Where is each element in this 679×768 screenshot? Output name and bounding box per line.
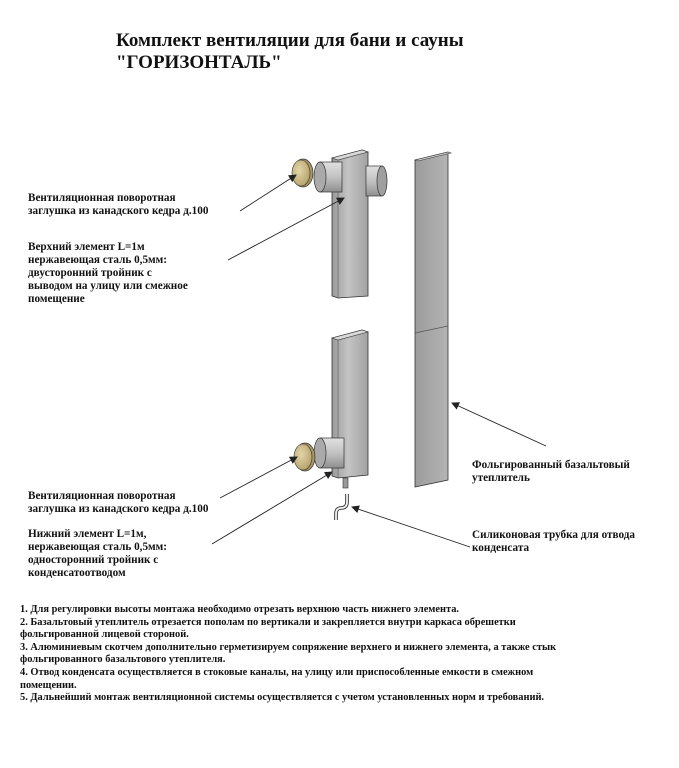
label-bottom-plug: Вентиляционная поворотная заглушка из ка… [28, 490, 209, 515]
leader-bottom-element [211, 471, 333, 545]
basalt-insulation-panel [413, 151, 453, 488]
top-element-right-outlet [365, 165, 388, 197]
bottom-cedar-plug-icon [293, 442, 316, 472]
note-item: 5. Дальнейший монтаж вентиляционной сист… [20, 692, 545, 704]
insulation-joint-line [414, 325, 449, 334]
leader-top-plug [239, 174, 297, 212]
note-item: 1. Для регулировки высоты монтажа необхо… [20, 604, 460, 615]
title-line-2: "ГОРИЗОНТАЛЬ" [116, 52, 282, 73]
label-tube: Силиконовая трубка для отвода конденсата [472, 529, 636, 554]
label-bottom-element: Нижний элемент L=1м, нержавеющая сталь 0… [28, 528, 168, 579]
label-insulation: Фольгированный базальтовый утеплитель [472, 459, 630, 484]
note-item: 4. Отвод конденсата осуществляется в сто… [20, 666, 534, 691]
note-item: 2. Базальтовый утеплитель отрезается поп… [20, 616, 516, 641]
top-cedar-plug-icon [291, 158, 314, 188]
top-element-left-outlet [313, 161, 343, 193]
leader-tube [351, 505, 471, 548]
label-top-plug: Вентиляционная поворотная заглушка из ка… [28, 192, 209, 217]
top-element [291, 149, 388, 299]
leader-lines [211, 174, 547, 548]
note-item: 3. Алюминиевым скотчем дополнительно гер… [20, 641, 557, 666]
condensate-drain-stub [342, 477, 349, 489]
label-top-element: Верхний элемент L=1м нержавеющая сталь 0… [28, 241, 188, 305]
bottom-element [293, 329, 370, 489]
bottom-element-left-outlet [313, 437, 345, 469]
leader-top-element [227, 197, 345, 261]
title-line-1: Комплект вентиляции для бани и сауны [116, 30, 464, 51]
leader-insulation [451, 402, 547, 447]
installation-notes: 1. Для регулировки высоты монтажа необхо… [20, 604, 670, 705]
leader-bottom-plug [219, 456, 298, 499]
page-title: Комплект вентиляции для бани и сауны "ГО… [116, 30, 464, 74]
